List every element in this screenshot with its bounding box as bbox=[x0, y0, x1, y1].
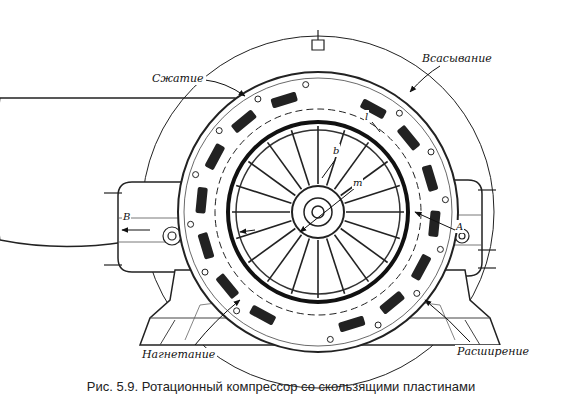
port-slot bbox=[197, 232, 214, 260]
callout-letter: b bbox=[332, 144, 340, 157]
bolt-hole bbox=[303, 82, 309, 88]
bolt-hole bbox=[216, 128, 222, 134]
bolt-hole bbox=[202, 269, 208, 275]
bolt-hole bbox=[375, 322, 381, 328]
callout-letter: m bbox=[352, 176, 363, 189]
bolt-hole bbox=[437, 246, 443, 252]
vane bbox=[248, 162, 295, 196]
bolt-hole bbox=[193, 172, 199, 178]
callout-letter: A bbox=[455, 220, 464, 233]
vane bbox=[327, 130, 345, 185]
bolt-hole bbox=[327, 336, 333, 342]
sliding-vanes bbox=[232, 126, 404, 298]
port-slot bbox=[215, 273, 239, 299]
region-label: Нагнетание bbox=[140, 348, 217, 361]
port-slot bbox=[338, 315, 366, 332]
port-slot bbox=[204, 143, 225, 171]
vane bbox=[291, 130, 309, 185]
region-label: Всасывание bbox=[420, 52, 494, 65]
vane bbox=[317, 240, 319, 298]
vane bbox=[317, 126, 319, 184]
leader-lines bbox=[122, 66, 470, 345]
callout-letter: B bbox=[122, 210, 131, 223]
bolt-hole bbox=[428, 149, 434, 155]
vane bbox=[268, 235, 302, 282]
hub bbox=[292, 186, 344, 238]
vane bbox=[268, 142, 302, 189]
region-label: Сжатие bbox=[150, 72, 206, 85]
bolt-hole bbox=[414, 290, 420, 296]
top-bolt bbox=[312, 30, 324, 50]
bolt-hole bbox=[188, 221, 194, 227]
vane bbox=[341, 162, 388, 196]
bolt-hole bbox=[255, 96, 261, 102]
port-slot bbox=[411, 253, 432, 281]
vane bbox=[346, 211, 404, 213]
port-slot bbox=[231, 109, 257, 133]
housing bbox=[178, 72, 458, 352]
vane bbox=[291, 239, 309, 294]
port-slot bbox=[421, 164, 438, 192]
vane bbox=[345, 221, 400, 239]
vane bbox=[232, 211, 290, 213]
callout-letter: l bbox=[364, 110, 369, 123]
region-label: Расширение bbox=[455, 345, 531, 358]
port-ring bbox=[188, 82, 449, 343]
vane bbox=[335, 235, 369, 282]
shaft bbox=[312, 206, 324, 218]
bolt-hole bbox=[442, 197, 448, 203]
port-slot bbox=[195, 187, 208, 214]
vane bbox=[236, 221, 291, 239]
bolt-hole bbox=[396, 110, 402, 116]
figure-caption: Рис. 5.9. Ротационный компрессор со скол… bbox=[0, 379, 562, 394]
dashed-circle bbox=[215, 109, 421, 315]
port-slot bbox=[396, 125, 420, 151]
port-slot bbox=[270, 91, 298, 108]
vane bbox=[248, 229, 295, 263]
vane bbox=[341, 229, 388, 263]
port-slot bbox=[428, 210, 441, 237]
bolt-hole bbox=[234, 308, 240, 314]
port-slot bbox=[249, 305, 277, 326]
vane bbox=[327, 239, 345, 294]
port-slot bbox=[379, 290, 405, 314]
stator-bore bbox=[228, 122, 408, 302]
vane bbox=[236, 185, 291, 203]
